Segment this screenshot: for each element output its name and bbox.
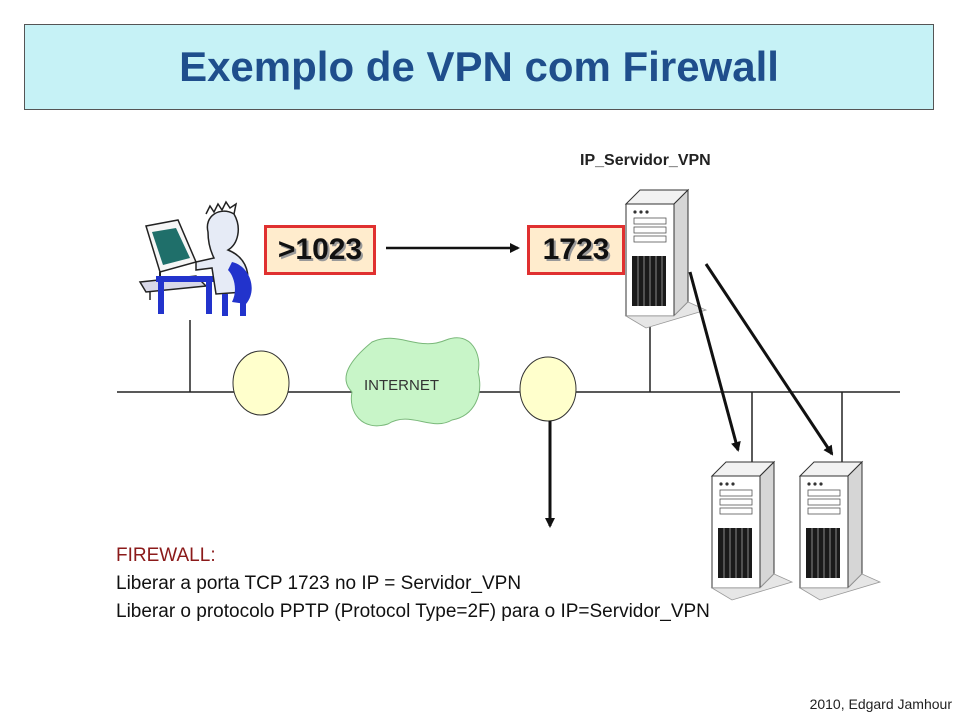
firewall-node <box>519 356 577 422</box>
slide-title: Exemplo de VPN com Firewall <box>179 43 779 90</box>
internal-server-1-icon <box>711 461 793 601</box>
left-router-node <box>232 350 290 416</box>
user-computer-icon <box>138 200 252 316</box>
destination-port-box: 1723 <box>527 225 625 275</box>
vpn-server-label: IP_Servidor_VPN <box>580 152 711 169</box>
source-port-box: >1023 <box>264 225 376 275</box>
vpn-server-to-internal-1-arrow <box>688 271 741 452</box>
firewall-heading: FIREWALL: <box>116 545 216 566</box>
internet-cloud <box>345 337 481 427</box>
internet-cloud-label: INTERNET <box>364 377 439 394</box>
internal-server-2-icon <box>799 461 881 601</box>
vpn-server-to-internal-2-arrow <box>704 263 834 456</box>
title-banner: Exemplo de VPN com Firewall <box>24 24 934 110</box>
firewall-rule-1: Liberar a porta TCP 1723 no IP = Servido… <box>116 573 522 594</box>
firewall-rule-2: Liberar o protocolo PPTP (Protocol Type=… <box>116 601 710 622</box>
footer-credit: 2010, Edgard Jamhour <box>809 696 952 712</box>
firewall-notes: FIREWALL: Liberar a porta TCP 1723 no IP… <box>116 542 710 626</box>
server-tower-icon <box>625 189 707 329</box>
